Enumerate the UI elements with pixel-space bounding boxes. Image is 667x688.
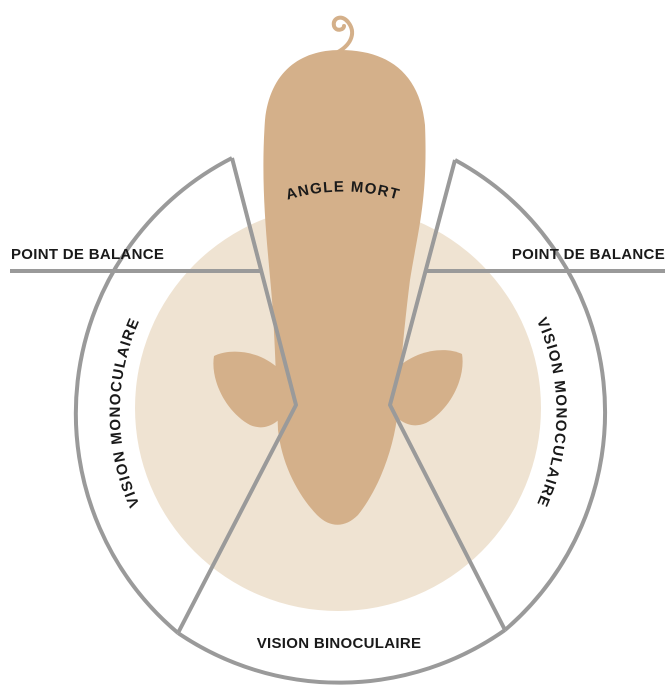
- tail-curl: [334, 18, 352, 52]
- binocular-label: VISION BINOCULAIRE: [257, 635, 422, 652]
- balance-point-right-label: POINT DE BALANCE: [512, 246, 665, 263]
- balance-point-left-label: POINT DE BALANCE: [11, 246, 164, 263]
